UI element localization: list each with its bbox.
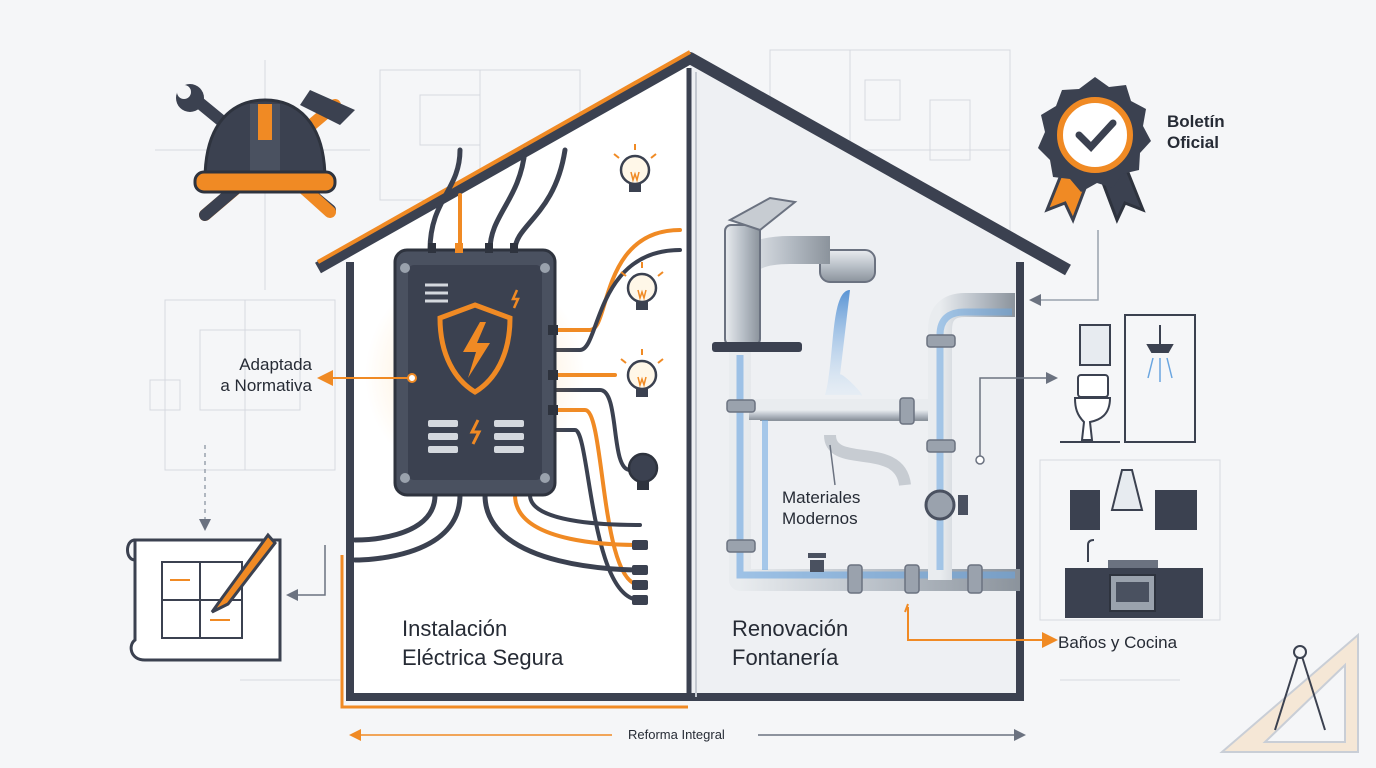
lightbulb-icon [620, 262, 664, 310]
normativa-line-2: a Normativa [220, 376, 312, 396]
materiales-line-1: Materiales [782, 488, 861, 507]
fontaneria-line-1: Renovación [732, 616, 849, 641]
materiales-line-2: Modernos [782, 509, 858, 529]
kitchen-icon [1065, 469, 1203, 618]
normativa-label: Adaptada a Normativa [190, 354, 312, 397]
wire-plugs [632, 540, 648, 605]
banos-cocina-label: Baños y Cocina [1058, 633, 1178, 652]
boletin-label: Boletín Oficial [1167, 111, 1225, 154]
fontaneria-title: Renovación Fontanería [732, 615, 848, 672]
boletin-line-2: Oficial [1167, 133, 1219, 153]
electrica-line-1: Instalación [402, 616, 508, 641]
blueprint-pencil-icon [126, 532, 282, 662]
lightbulb-icon [627, 452, 659, 490]
certificate-badge-icon [1038, 77, 1151, 224]
electrica-line-2: Eléctrica Segura [402, 644, 564, 670]
plumbing-system [726, 293, 1020, 594]
shower-icon [1124, 314, 1196, 443]
materiales-label: Materiales Modernos [782, 487, 860, 530]
faucet-icon [712, 196, 876, 396]
lightning-shield-icon [437, 302, 513, 395]
lightbulb-icon [620, 349, 664, 397]
electrical-panel [365, 243, 585, 497]
normativa-line-1: Adaptada [239, 355, 312, 374]
drafting-compass-icon [1219, 632, 1359, 753]
fontaneria-line-2: Fontanería [732, 644, 839, 670]
electrica-title: Instalación Eléctrica Segura [402, 615, 563, 672]
lightbulb-icon [613, 144, 657, 192]
hard-hat-icon [176, 84, 355, 221]
toilet-icon [1060, 324, 1120, 443]
reforma-integral-label: Reforma Integral [628, 727, 725, 742]
connector-arrows [199, 230, 1099, 741]
boletin-line-1: Boletín [1167, 112, 1225, 131]
